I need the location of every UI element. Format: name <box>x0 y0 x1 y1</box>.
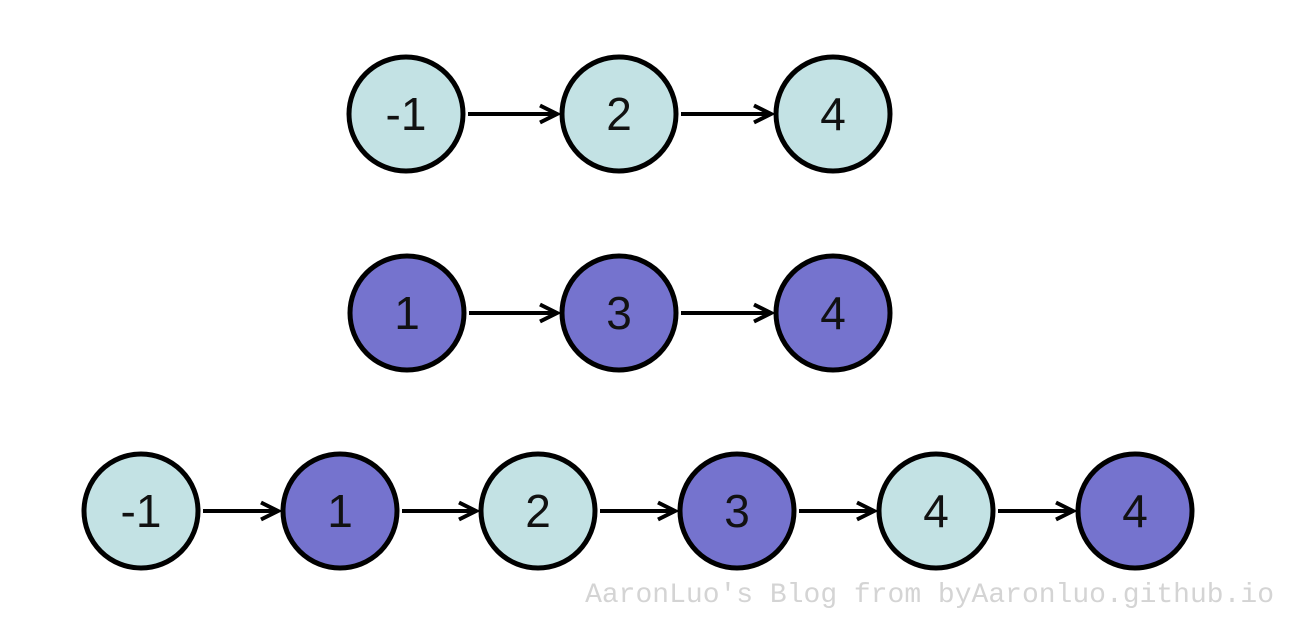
node-value: 1 <box>394 287 420 339</box>
node-value: 4 <box>1122 485 1148 537</box>
node-value: 4 <box>923 485 949 537</box>
node-circle <box>559 253 679 373</box>
list-row-list-b: 1 3 4 <box>347 253 893 373</box>
node-value: 1 <box>327 485 353 537</box>
node-value: 3 <box>724 485 750 537</box>
node-value: 3 <box>606 287 632 339</box>
arrowhead-icon <box>753 302 776 324</box>
node-circle <box>347 253 467 373</box>
arrowhead-icon <box>657 500 680 522</box>
node-value: 4 <box>820 88 846 140</box>
node-circle <box>1075 451 1195 571</box>
node-circle <box>478 451 598 571</box>
node-value: 4 <box>820 287 846 339</box>
arrowhead-icon <box>539 302 562 324</box>
watermark-text: AaronLuo's Blog from byAaronluo.github.i… <box>585 580 1274 611</box>
node-value: -1 <box>386 88 427 140</box>
node-circle <box>280 451 400 571</box>
node-circle <box>559 54 679 174</box>
arrowhead-icon <box>753 103 776 125</box>
node-circle <box>773 253 893 373</box>
list-row-merged-list: -1 1 2 3 4 4 <box>81 451 1195 571</box>
node-value: 2 <box>525 485 551 537</box>
node-circle <box>677 451 797 571</box>
list-row-list-a: -1 2 4 <box>346 54 893 174</box>
node-circle <box>876 451 996 571</box>
node-circle <box>773 54 893 174</box>
node-value: 2 <box>606 88 632 140</box>
arrowhead-icon <box>1055 500 1078 522</box>
arrowhead-icon <box>458 500 481 522</box>
arrowhead-icon <box>856 500 879 522</box>
node-circle <box>81 451 201 571</box>
arrowhead-icon <box>260 500 283 522</box>
node-circle <box>346 54 466 174</box>
node-value: -1 <box>121 485 162 537</box>
arrowhead-icon <box>539 103 562 125</box>
